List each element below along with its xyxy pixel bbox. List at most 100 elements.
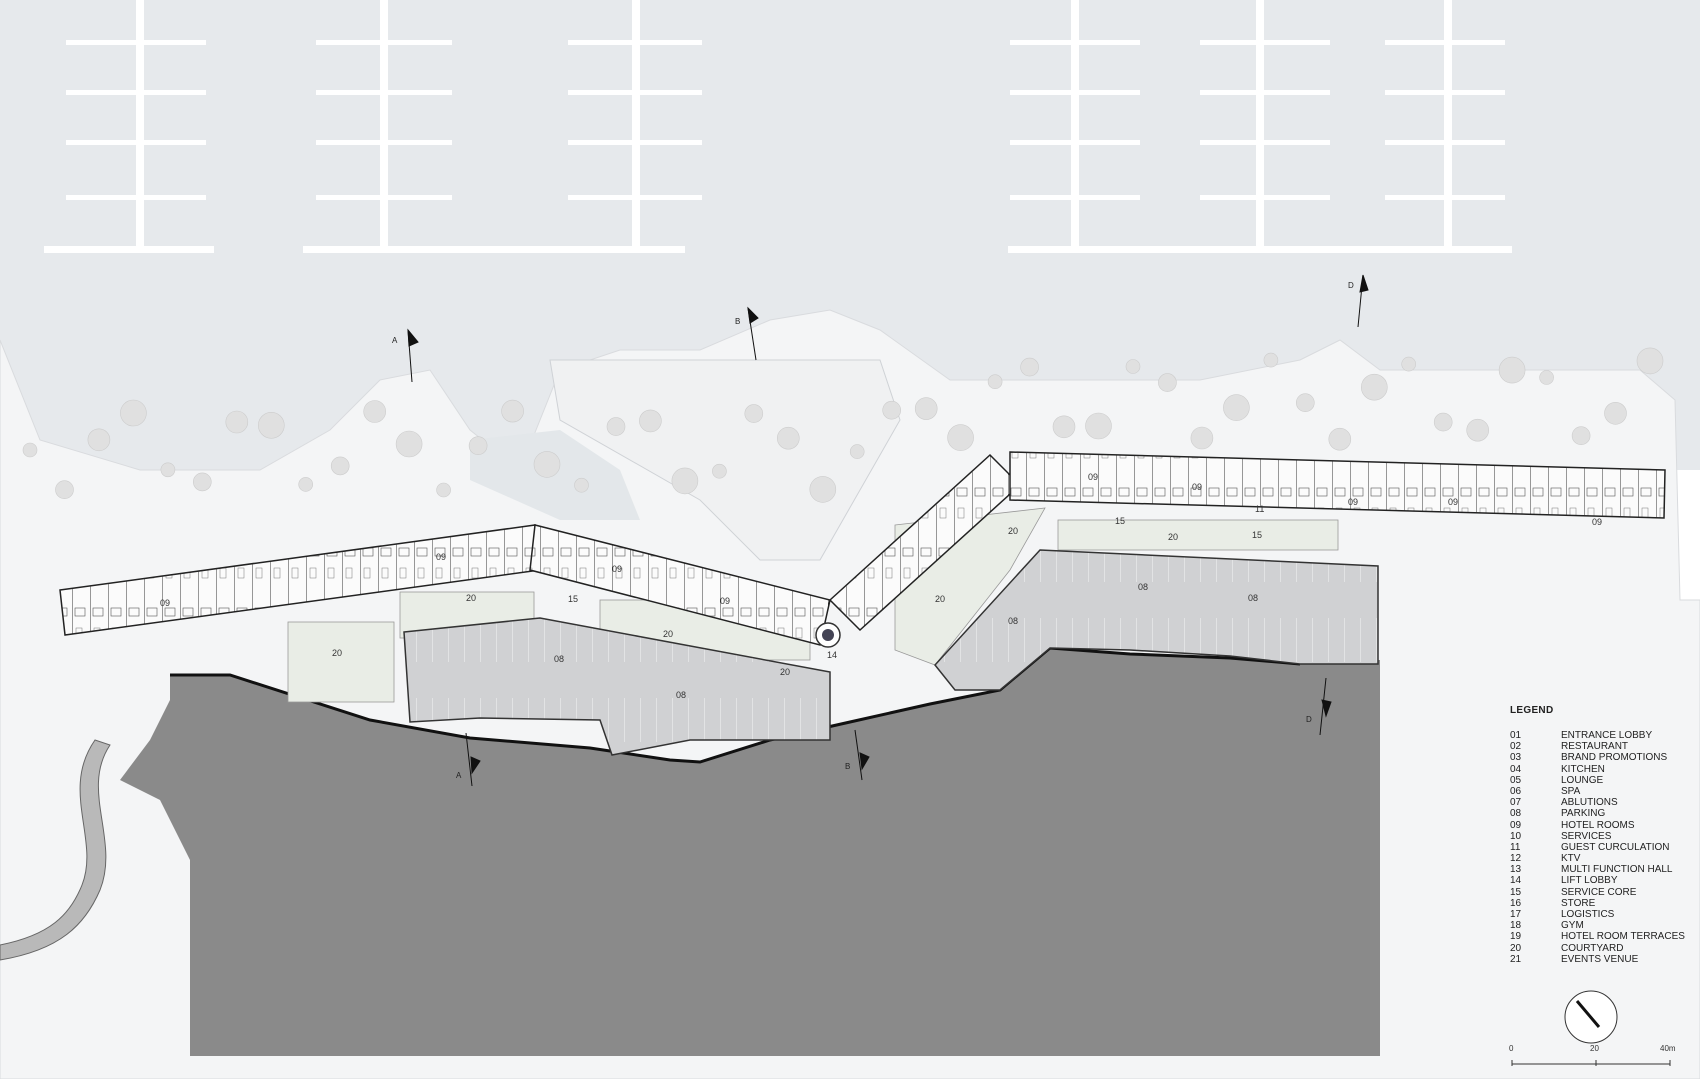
basin-inlet — [549, 359, 901, 561]
label-09: 09 — [612, 564, 622, 574]
tree — [193, 472, 212, 492]
tree — [298, 477, 314, 492]
tree — [160, 462, 176, 478]
pier-finger — [1200, 40, 1330, 45]
tree — [712, 463, 727, 479]
pier-finger — [1200, 195, 1330, 200]
legend-code: 15 — [1510, 886, 1522, 898]
legend-code: 18 — [1510, 920, 1522, 932]
tree — [225, 410, 249, 434]
scale-tick-20: 20 — [1590, 1044, 1599, 1053]
legend-name: KTV — [1561, 853, 1581, 865]
tree — [947, 424, 974, 451]
tree — [1263, 352, 1279, 368]
scale-tick-40m: 40m — [1660, 1044, 1676, 1053]
legend-code: 19 — [1510, 931, 1522, 943]
tree — [1498, 356, 1526, 384]
label-20: 20 — [780, 667, 790, 677]
legend-code: 12 — [1510, 853, 1522, 865]
pier-finger — [1010, 195, 1140, 200]
legend-item: 06 SPA — [1510, 786, 1700, 797]
tree — [1158, 373, 1177, 392]
label-09: 09 — [160, 598, 170, 608]
label-11: 11 — [1255, 504, 1264, 514]
legend-name: BRAND PROMOTIONS — [1561, 752, 1668, 764]
pier-finger — [1385, 40, 1505, 45]
tree — [776, 426, 800, 450]
tree — [533, 451, 561, 478]
tree — [1125, 359, 1141, 374]
label-15: 15 — [1115, 516, 1125, 526]
legend-name: STORE — [1561, 897, 1596, 909]
legend-name: GUEST CURCULATION — [1561, 841, 1670, 853]
legend-name: SERVICE CORE — [1561, 886, 1637, 898]
legend-name: ENTRANCE LOBBY — [1561, 730, 1653, 741]
legend-item: 01 ENTRANCE LOBBY — [1510, 730, 1700, 741]
pier-finger — [66, 90, 206, 95]
pier-finger — [1385, 90, 1505, 95]
tree — [1571, 426, 1591, 446]
access-road — [0, 739, 111, 961]
label-09: 09 — [1192, 482, 1202, 492]
label-15: 15 — [1252, 530, 1262, 540]
pier-finger — [568, 90, 702, 95]
pier-finger — [1385, 140, 1505, 145]
label-08: 08 — [554, 654, 564, 664]
pier-finger — [568, 40, 702, 45]
pier-finger — [1385, 195, 1505, 200]
legend-code: 13 — [1510, 864, 1522, 876]
label-09: 09 — [720, 596, 730, 606]
tree — [22, 442, 38, 458]
label-09: 09 — [1592, 517, 1602, 527]
legend-title: LEGEND — [1510, 705, 1554, 716]
tree — [1190, 426, 1214, 450]
legend-code: 02 — [1510, 741, 1522, 753]
legend-code: 03 — [1510, 752, 1522, 764]
legend-code: 06 — [1510, 785, 1522, 797]
section-marker-a-south: A — [456, 732, 481, 787]
legend-name: EVENTS VENUE — [1561, 953, 1639, 965]
pier-finger — [568, 140, 702, 145]
legend-name: SPA — [1561, 785, 1581, 797]
legend-code: 05 — [1510, 774, 1522, 786]
pier-finger — [316, 90, 452, 95]
legend-name: ABLUTIONS — [1561, 797, 1618, 809]
legend-item: 12 KTV — [1510, 853, 1700, 864]
legend-code: 07 — [1510, 797, 1522, 809]
tree — [809, 476, 837, 503]
label-08: 08 — [1248, 593, 1258, 603]
svg-text:D: D — [1306, 715, 1312, 724]
legend-name: LIFT LOBBY — [1561, 875, 1618, 887]
legend-code: 17 — [1510, 909, 1522, 920]
tree — [987, 374, 1003, 390]
label-09: 09 — [436, 552, 446, 562]
tree — [574, 477, 589, 493]
tree — [395, 430, 423, 458]
tree — [1328, 427, 1352, 451]
pier-finger — [1200, 140, 1330, 145]
tree — [1361, 373, 1388, 401]
hotel-room-wings — [59, 451, 1666, 648]
legend-code: 01 — [1510, 730, 1522, 741]
label-09: 09 — [1348, 497, 1358, 507]
tree — [1604, 401, 1627, 425]
label-20: 20 — [1008, 526, 1018, 536]
pier-finger — [66, 195, 206, 200]
legend-code: 16 — [1510, 897, 1522, 909]
legend-item: 07 ABLUTIONS — [1510, 797, 1700, 808]
label-08: 08 — [1008, 616, 1018, 626]
pier-finger — [66, 140, 206, 145]
label-20: 20 — [663, 629, 673, 639]
scale-tick-0: 0 — [1509, 1044, 1514, 1053]
legend-name: SERVICES — [1561, 830, 1612, 842]
label-08: 08 — [1138, 582, 1148, 592]
legend-name: HOTEL ROOM TERRACES — [1561, 931, 1685, 943]
tree — [1539, 370, 1554, 385]
tree — [914, 397, 938, 420]
tree — [436, 482, 451, 498]
